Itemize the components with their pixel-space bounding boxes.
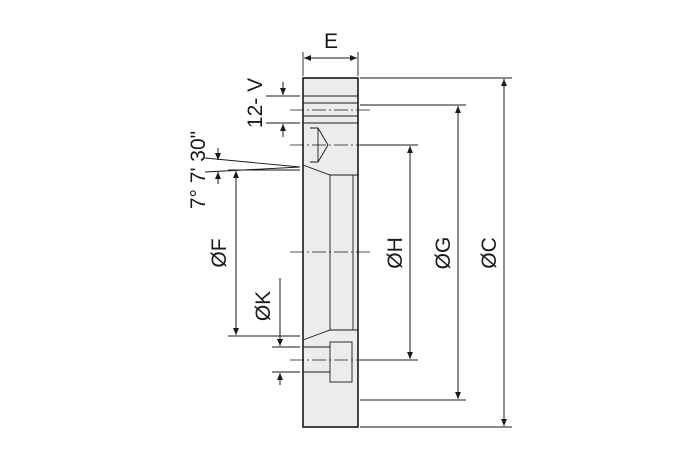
dimension-angle: 7° 7' 30" <box>187 131 301 209</box>
bore-f-label: ØF <box>208 238 231 267</box>
dimension-k: ØK <box>252 278 300 385</box>
center-lines <box>290 109 370 361</box>
dimension-c: ØC <box>360 77 512 428</box>
dimension-thread: 12- V <box>244 78 300 137</box>
dimension-h: ØH <box>360 144 418 361</box>
dimension-g: ØG <box>360 104 466 401</box>
bore-k-label: ØK <box>252 291 275 321</box>
angle-label: 7° 7' 30" <box>187 131 210 209</box>
bore-g-label: ØG <box>432 237 455 270</box>
thread-label: 12- V <box>244 78 267 128</box>
dimension-f: ØF <box>208 169 300 337</box>
dimension-e: E <box>302 30 359 76</box>
outer-c-label: ØC <box>478 237 501 269</box>
dimension-e-label: E <box>324 30 338 53</box>
bore-h-label: ØH <box>384 237 407 269</box>
flange-body <box>302 77 359 428</box>
